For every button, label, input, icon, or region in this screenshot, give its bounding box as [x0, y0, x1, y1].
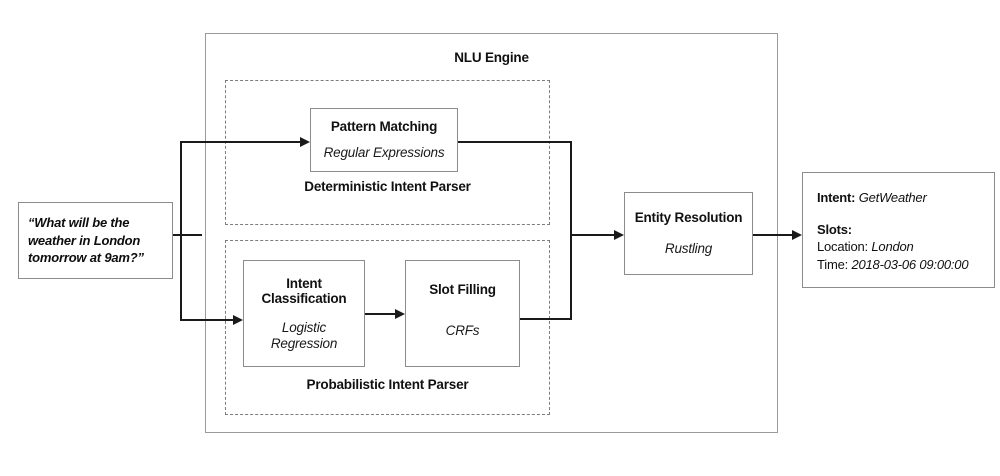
- pattern-matching-title: Pattern Matching: [330, 118, 438, 134]
- deterministic-intent-parser-caption: Deterministic Intent Parser: [304, 179, 471, 194]
- slot-filling-title: Slot Filling: [429, 281, 496, 297]
- output-intent-row: Intent: GetWeather: [817, 189, 994, 207]
- intent-classification-title-line-1: Intent: [286, 275, 322, 291]
- arrowhead-to-intent-classification: [233, 314, 243, 325]
- intent-classification-subtitle-line-2: Regression: [270, 335, 338, 351]
- output-result-box: Intent: GetWeather Slots: Location: Lond…: [802, 172, 995, 288]
- connector-split-to-intent-classification: [180, 319, 233, 321]
- output-intent-label: Intent:: [817, 190, 856, 205]
- arrowhead-to-pattern-matching: [300, 136, 310, 147]
- connector-input-to-split: [173, 234, 202, 236]
- arrowhead-to-output: [792, 229, 802, 240]
- output-slot-row: Time: 2018-03-06 09:00:00: [817, 256, 994, 274]
- pattern-matching-node: Pattern Matching Regular Expressions: [310, 108, 458, 172]
- output-slot-key: Time:: [817, 256, 849, 272]
- connector-split-bus: [180, 141, 182, 321]
- connector-slot-filling-to-merge: [520, 318, 572, 320]
- entity-resolution-title: Entity Resolution: [634, 210, 743, 226]
- output-intent-value: GetWeather: [858, 190, 927, 205]
- pattern-matching-subtitle: Regular Expressions: [323, 145, 445, 161]
- connector-merge-bus: [570, 141, 572, 320]
- nlu-engine-container: [205, 33, 778, 433]
- intent-classification-subtitle-line-1: Logistic: [281, 319, 327, 335]
- deterministic-intent-parser-group: Deterministic Intent Parser: [225, 80, 550, 225]
- arrowhead-to-slot-filling: [395, 308, 405, 319]
- entity-resolution-node: Entity Resolution Rustling: [624, 192, 753, 275]
- input-utterance-text: “What will be the weather in London tomo…: [28, 215, 144, 266]
- probabilistic-intent-parser-caption: Probabilistic Intent Parser: [306, 377, 469, 392]
- output-slot-value: 2018-03-06 09:00:00: [851, 256, 969, 272]
- entity-resolution-subtitle: Rustling: [664, 240, 713, 256]
- output-slot-key: Location:: [817, 239, 868, 254]
- connector-intent-classification-to-slot-filling: [365, 313, 395, 315]
- probabilistic-intent-parser-group: Probabilistic Intent Parser: [225, 240, 550, 415]
- connector-entity-resolution-to-output: [753, 234, 793, 236]
- arrowhead-to-entity-resolution: [614, 229, 624, 240]
- slot-filling-node: Slot Filling CRFs: [405, 260, 520, 367]
- output-slot-row: Location: London: [817, 238, 994, 256]
- nlu-engine-title: NLU Engine: [454, 50, 529, 65]
- intent-classification-title-line-2: Classification: [261, 291, 347, 306]
- output-slots-row: Slots:: [817, 221, 994, 239]
- input-utterance-box: “What will be the weather in London tomo…: [18, 202, 173, 279]
- output-slot-value: London: [871, 239, 914, 254]
- connector-merge-to-entity-resolution: [570, 234, 614, 236]
- connector-pattern-matching-to-merge: [458, 141, 572, 143]
- connector-split-to-pattern-matching: [180, 141, 300, 143]
- intent-classification-node: Intent Classification Logistic Regressio…: [243, 260, 365, 367]
- slot-filling-subtitle: CRFs: [445, 323, 480, 339]
- output-slots-label: Slots:: [817, 221, 852, 237]
